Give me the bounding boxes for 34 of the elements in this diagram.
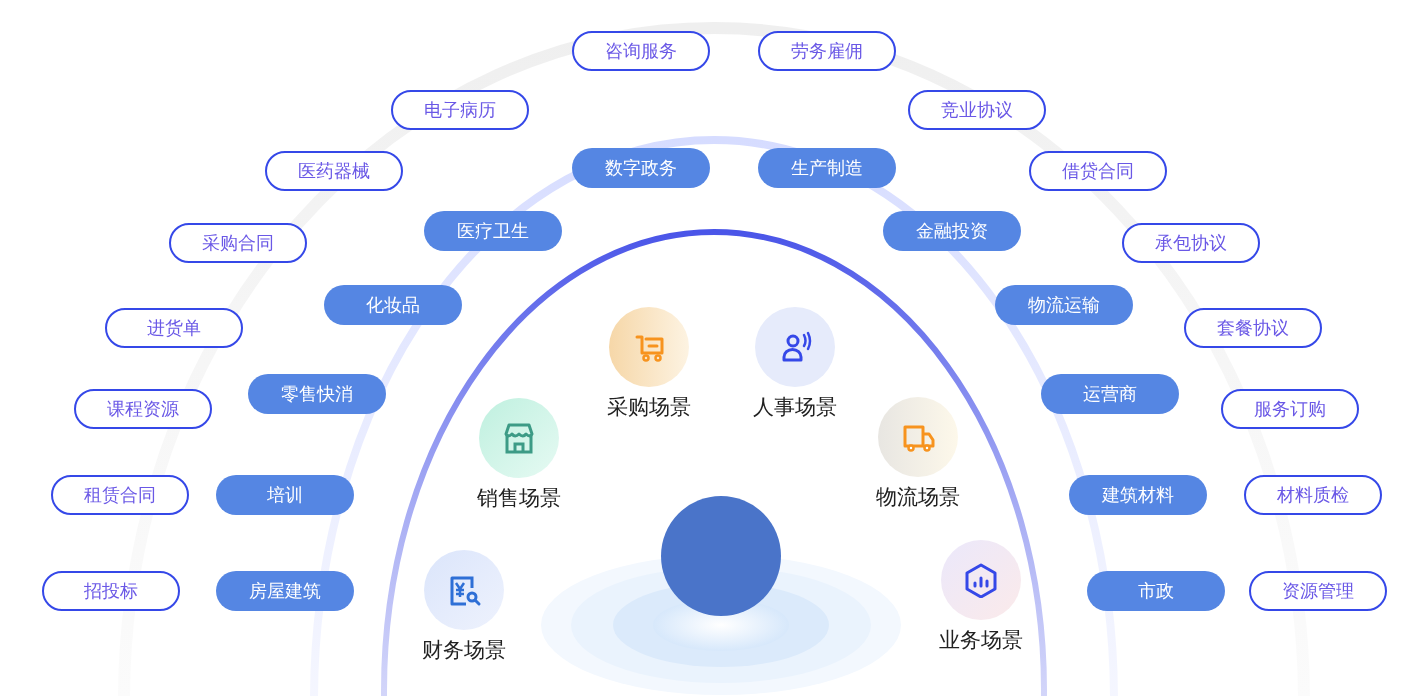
scene-label: 人事场景 — [752, 394, 838, 421]
outline-tag: 材料质检 — [1244, 475, 1382, 515]
outline-tag: 租赁合同 — [51, 475, 189, 515]
outline-tag: 咨询服务 — [572, 31, 710, 71]
scene-label: 物流场景 — [875, 484, 961, 511]
outline-tag: 套餐协议 — [1184, 308, 1322, 348]
filled-tag: 房屋建筑 — [216, 571, 354, 611]
scene-label: 采购场景 — [606, 394, 692, 421]
outline-tag: 采购合同 — [169, 223, 307, 263]
outline-tag: 招投标 — [42, 571, 180, 611]
outline-tag: 竞业协议 — [908, 90, 1046, 130]
outline-tag: 课程资源 — [74, 389, 212, 429]
filled-tag: 化妆品 — [324, 285, 462, 325]
filled-tag: 金融投资 — [883, 211, 1021, 251]
filled-tag: 市政 — [1087, 571, 1225, 611]
filled-tag: 零售快消 — [248, 374, 386, 414]
scene-label: 业务场景 — [938, 627, 1024, 654]
outline-tag: 承包协议 — [1122, 223, 1260, 263]
filled-tag: 医疗卫生 — [424, 211, 562, 251]
outline-tag: 医药器械 — [265, 151, 403, 191]
outline-tag: 电子病历 — [391, 90, 529, 130]
filled-tag: 数字政务 — [572, 148, 710, 188]
filled-tag: 物流运输 — [995, 285, 1133, 325]
scene-label: 财务场景 — [421, 637, 507, 664]
outline-tag: 劳务雇佣 — [758, 31, 896, 71]
outline-tag: 资源管理 — [1249, 571, 1387, 611]
scene-label: 销售场景 — [476, 485, 562, 512]
filled-tag: 生产制造 — [758, 148, 896, 188]
filled-tag: 建筑材料 — [1069, 475, 1207, 515]
outline-tag: 服务订购 — [1221, 389, 1359, 429]
outline-tag: 进货单 — [105, 308, 243, 348]
outline-tag: 借贷合同 — [1029, 151, 1167, 191]
filled-tag: 运营商 — [1041, 374, 1179, 414]
filled-tag: 培训 — [216, 475, 354, 515]
